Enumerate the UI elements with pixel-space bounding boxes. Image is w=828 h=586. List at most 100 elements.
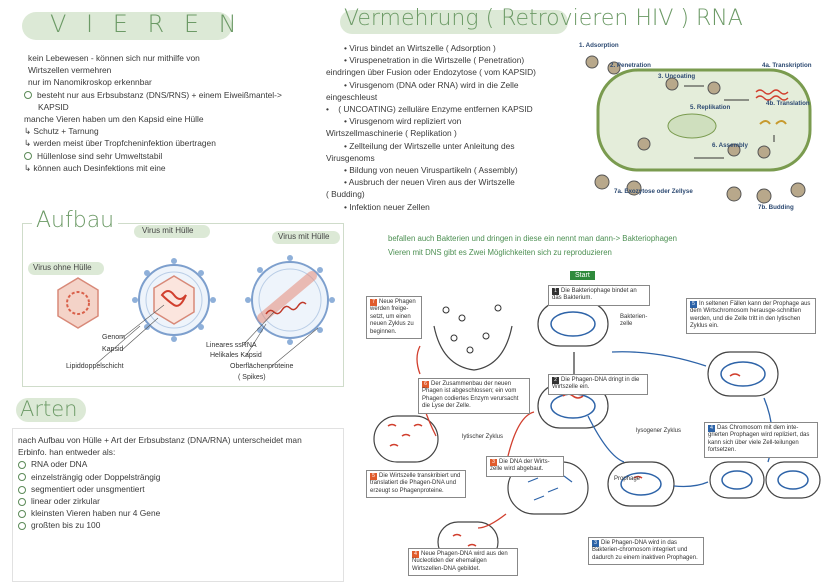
note-line: Vieren mit DNS gibt es Zwei Möglichkeite… <box>388 248 612 257</box>
arten-line: einzelsträngig oder Doppelsträngig <box>31 471 161 482</box>
arten-line: kleinsten Vieren haben nur 4 Gene <box>31 508 161 519</box>
aufbau-title: Aufbau <box>32 208 119 233</box>
step-line: ( Budding) <box>326 189 365 200</box>
intro-line: KAPSID <box>38 101 69 112</box>
bullet-icon <box>18 485 26 494</box>
step-line: Viruspenetration in die Wirtszelle ( Pen… <box>349 55 525 66</box>
intro-line: Hüllenlose sind sehr Umweltstabil <box>37 150 163 161</box>
bullet-icon <box>18 497 26 506</box>
step-line: Virusgenom (DNA oder RNA) wird in die Ze… <box>349 79 519 90</box>
vermehrung-title-pill <box>340 10 568 34</box>
phage-cycle-diagram <box>373 301 821 563</box>
step-text: Der Zusammenbau der neuen Phagen ist abg… <box>422 381 519 410</box>
step-line: Virusgenoms <box>326 152 375 163</box>
label-replikation: 5. Replikation <box>690 104 731 111</box>
arten-line: großten bis zu 100 <box>31 520 101 531</box>
bullet-icon <box>24 152 32 161</box>
intro-line: kein Lebewesen - können sich nur mithilf… <box>28 53 200 63</box>
step-line: Zellteilung der Wirtszelle unter Anleitu… <box>349 140 515 151</box>
step-line: Ausbruch der neuen Viren aus der Wirtsze… <box>348 177 515 188</box>
virus-huelle-label-2: Virus mit Hülle <box>278 232 330 241</box>
label-spikes: ( Spikes) <box>238 374 266 381</box>
virus-ohne-pill <box>28 262 104 275</box>
intro-line: manche Vieren haben um den Kapsid eine H… <box>24 114 204 125</box>
aufbau-panel <box>22 223 344 387</box>
arten-line: nach Aufbau von Hülle + Art der Erbsubst… <box>18 435 302 445</box>
step-text: Die DNA der Wirts-zelle wird abgebaut. <box>490 459 550 473</box>
arrow-icon: ↳ <box>24 126 34 137</box>
intro-line: Wirtszellen vermehren <box>28 65 112 76</box>
vermehrung-steps: • Virus bindet an Wirtszelle ( Adsorptio… <box>326 42 574 213</box>
step-number-icon: 6 <box>422 381 429 388</box>
intro-line: nur im Nanomikroskop erkennbar <box>28 77 152 88</box>
step-text: Neue Phagen-DNA wird aus den Nucleotiden… <box>412 551 508 572</box>
intro-text: kein Lebewesen - können sich nur mithilf… <box>24 52 344 174</box>
label-translation: 4b. Translation <box>766 100 810 107</box>
step-line: ( UNCOATING) zelluläre Enzyme entfernen … <box>338 104 533 115</box>
label-budding: 7b. Budding <box>758 204 794 211</box>
step-number-icon: 5 <box>690 301 697 308</box>
step-line: Wirtszellmaschinerie ( Replikation ) <box>326 128 457 139</box>
label-assembly: 6. Assembly <box>712 142 748 149</box>
lysogenic-label: lysogener Zyklus <box>636 428 682 434</box>
label-helikal: Helikales Kapsid <box>210 352 262 359</box>
vermehrung-title: Vermehrung ( Retrovieren HIV ) RNA <box>344 6 743 31</box>
bullet-icon <box>24 91 32 100</box>
step-number-icon: 1 <box>552 288 559 295</box>
step-text: Die Wirtszelle transkribiert und transla… <box>370 473 461 494</box>
label-exozytose: 7a. Exozytose oder Zellyse <box>614 188 693 195</box>
label-adsorption: 1. Adsorption <box>579 42 619 49</box>
intro-line: können auch Desinfektions mit eine <box>33 162 166 173</box>
arten-title: Arten <box>20 397 78 421</box>
arrow-icon: ↳ <box>24 162 34 173</box>
intro-line: werden meist über Tropfcheninfektion übe… <box>33 138 216 149</box>
virus-ohne-label: Virus ohne Hülle <box>33 263 92 272</box>
arten-line: RNA oder DNA <box>31 459 88 470</box>
step-text: Neue Phagen werden freige-setzt, um eine… <box>370 299 416 335</box>
virus-huelle-pill-1 <box>134 225 210 238</box>
note-line: befallen auch Bakterien und dringen in d… <box>388 234 677 243</box>
hiv-replication-diagram <box>585 55 812 204</box>
step-line: Bildung von neuen Viruspartikeln ( Assem… <box>349 165 518 176</box>
step-line: Virus bindet an Wirtszelle ( Adsorption … <box>349 43 496 53</box>
bullet-icon <box>18 510 26 518</box>
arrow-icon: ↳ <box>24 138 34 149</box>
intro-line: Schutz + Tarnung <box>33 126 99 137</box>
step-text: Die Phagen-DNA dringt in die Wirtszelle … <box>552 377 640 391</box>
step-text: Die Bakteriophage bindet an das Bakteriu… <box>552 288 637 302</box>
step-text: Das Chromosom mit dem inte-grierten Prop… <box>708 425 810 454</box>
bakterienzelle-label: Bakterien-zelle <box>620 314 648 328</box>
arten-title-pill <box>16 398 86 422</box>
step-number-icon: 4 <box>412 551 419 558</box>
intro-line: besteht nur aus Erbsubstanz (DNS/RNS) + … <box>37 89 282 100</box>
vieren-title-pill <box>22 12 232 40</box>
page-title: V I E R E N <box>50 10 243 38</box>
arten-panel <box>12 428 344 582</box>
label-penetration: 2. Penetration <box>610 62 651 69</box>
label-genom: Genom <box>102 334 125 341</box>
arten-line: linear oder zirkular <box>31 496 100 507</box>
label-transkription: 4a. Transkription <box>762 62 812 69</box>
step-number-icon: 4 <box>708 425 715 432</box>
virus-huelle-label-1: Virus mit Hülle <box>142 226 194 235</box>
bullet-icon <box>18 461 26 470</box>
bullet-icon <box>18 473 26 482</box>
arten-line: segmentiert oder unsgmentiert <box>31 483 145 494</box>
label-lipid: Lipiddoppelschicht <box>66 363 124 370</box>
step-line: eingeschleust <box>326 91 378 102</box>
arten-text: nach Aufbau von Hülle + Art der Erbsubst… <box>18 434 340 532</box>
step-text: In seltenen Fällen kann der Prophage aus… <box>690 301 811 330</box>
step-number-icon: 2 <box>552 377 559 384</box>
step-number-icon: 3 <box>490 459 497 466</box>
label-kapsid: Kapsid <box>102 346 124 353</box>
step-number-icon: 7 <box>370 299 377 306</box>
